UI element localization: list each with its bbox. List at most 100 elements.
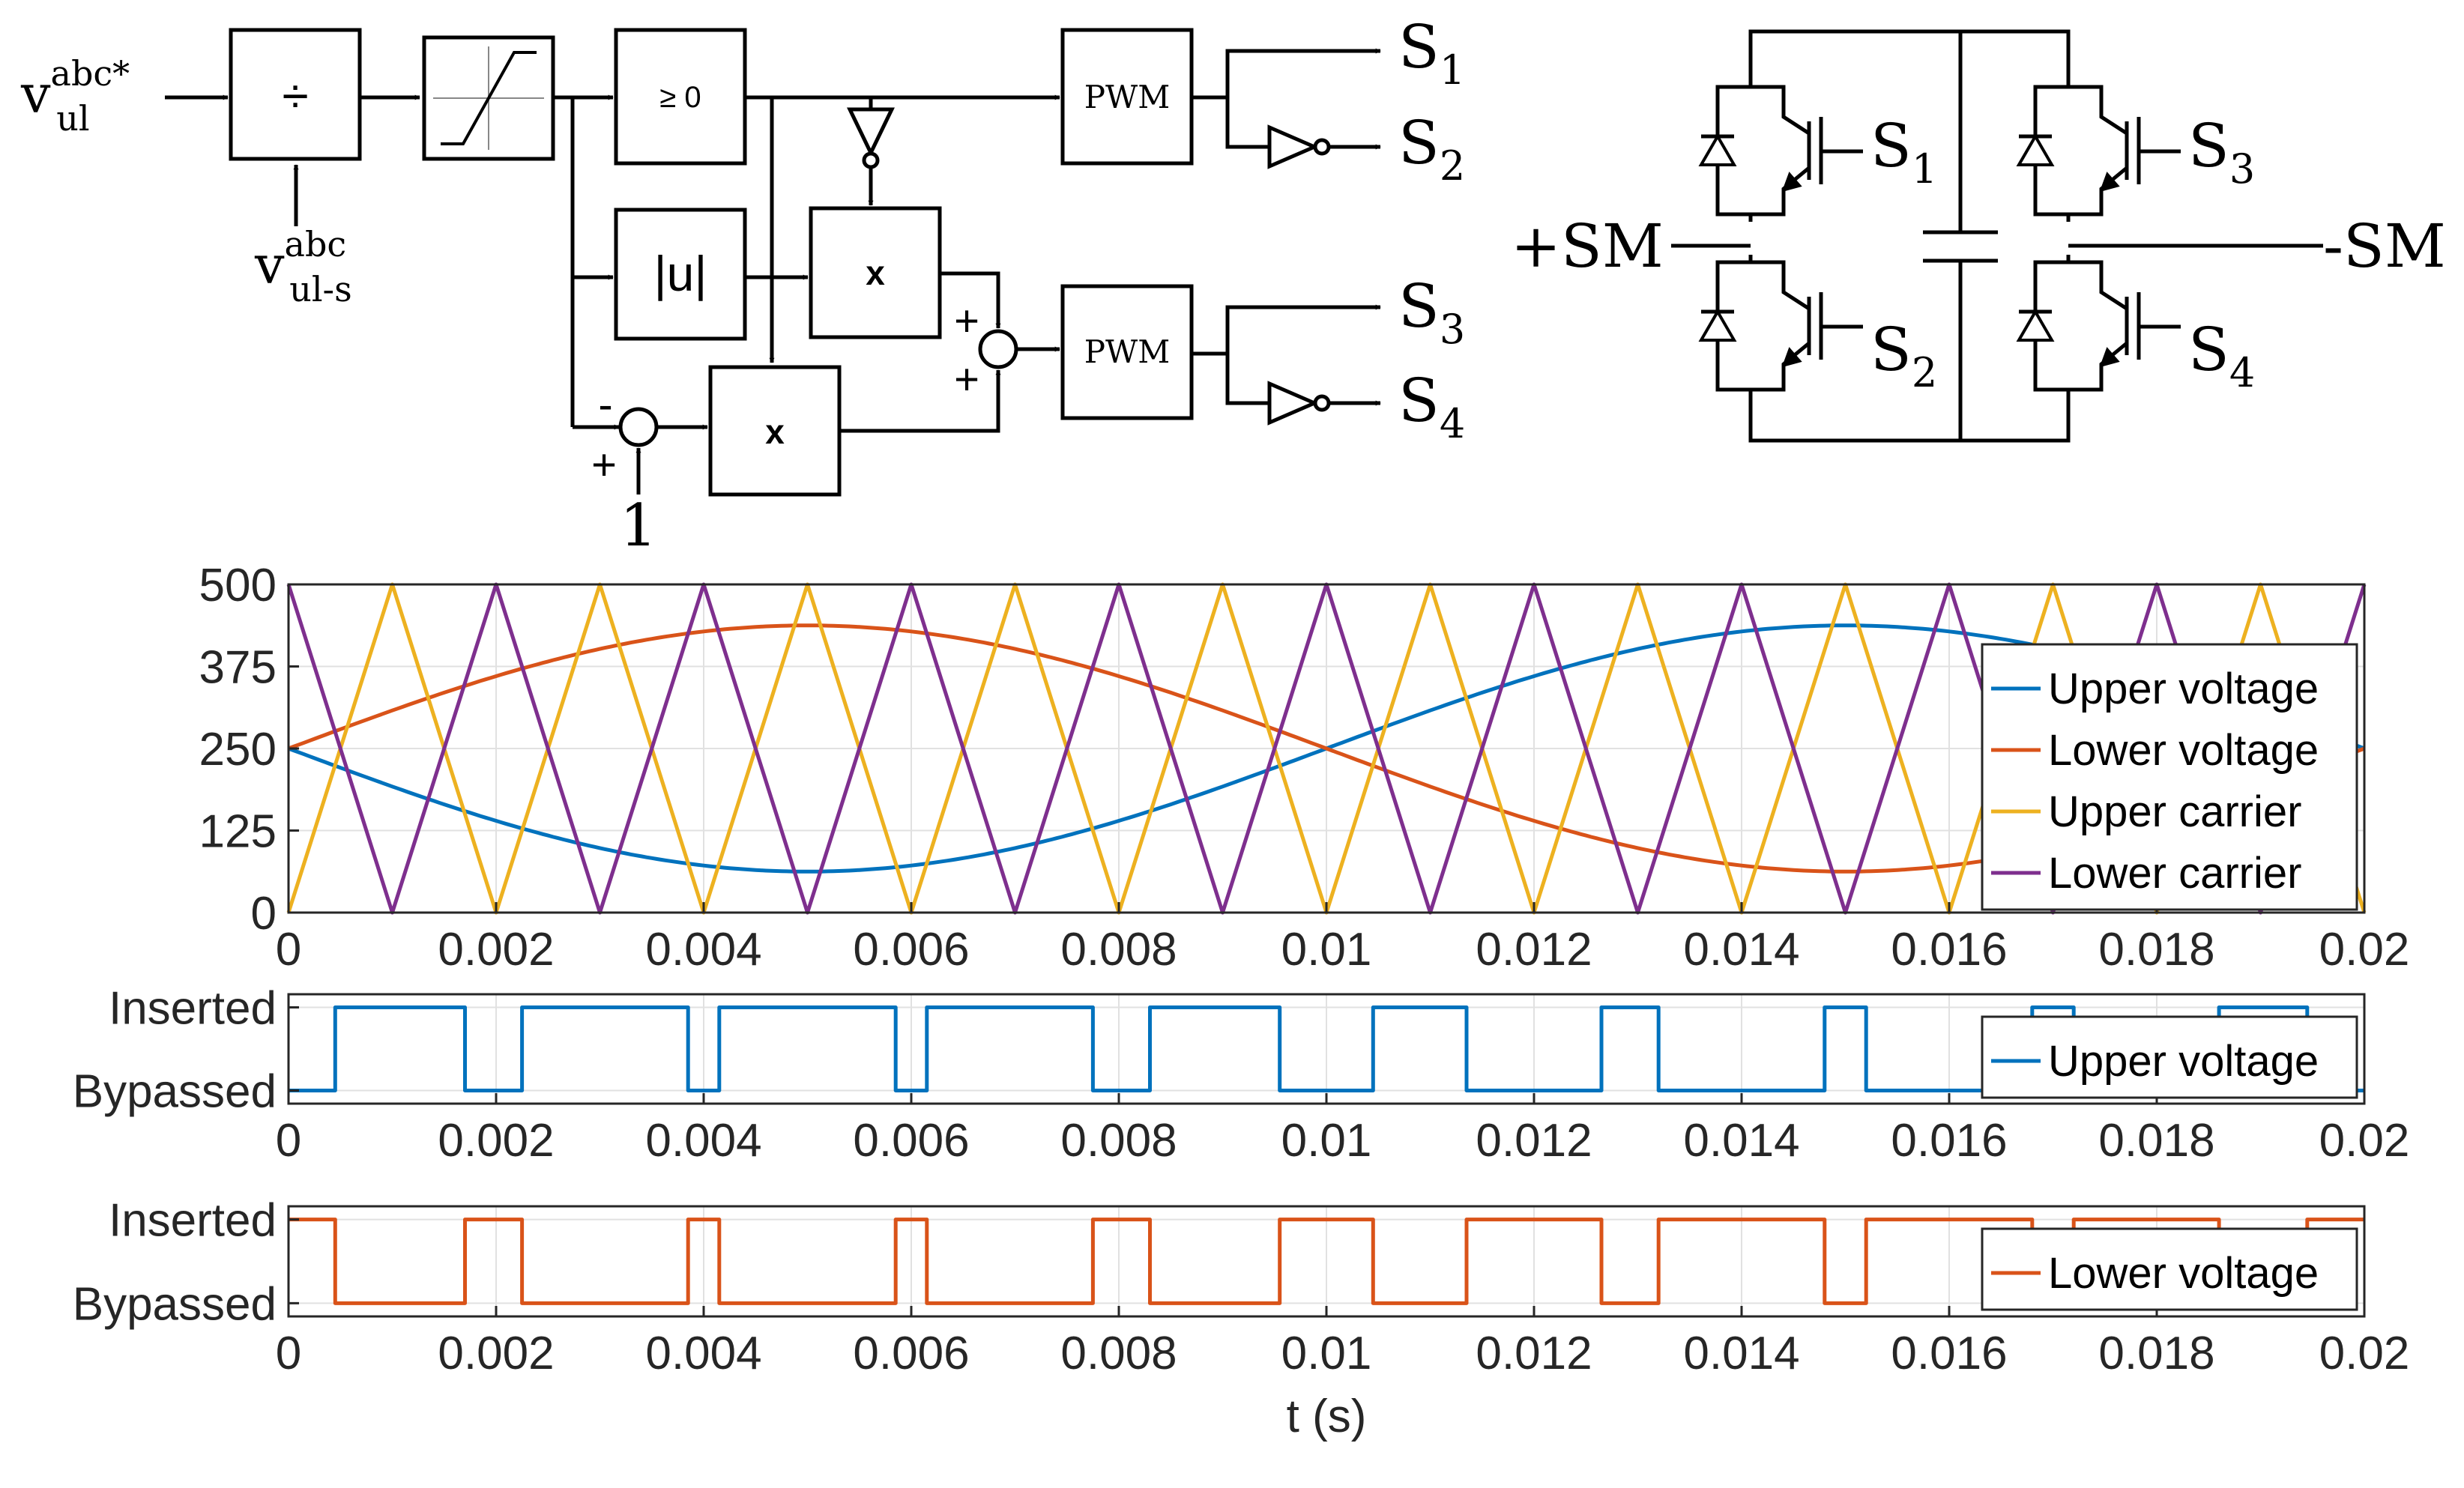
abs-block (614, 208, 747, 341)
collector-s4 (2068, 260, 2128, 311)
x-tick-label: 0.016 (1891, 1328, 2007, 1379)
x-tick-label: 0.002 (438, 1328, 554, 1379)
switch-label-s2: S2 (1870, 315, 1937, 396)
compare-block (614, 28, 747, 166)
not-bubble-2 (1313, 138, 1331, 156)
series-line-upper-voltage (289, 1005, 2364, 1092)
plus-sign-2: + (954, 297, 979, 345)
switch-label-s4: S4 (2188, 315, 2255, 396)
output-s4: S4 (1398, 366, 1465, 447)
full-bridge-submodule-circuit: +SM -SM S1 S2 S3 S4 (1511, 29, 2446, 443)
x-tick-label: 0.02 (2319, 924, 2410, 976)
divide-block (229, 28, 362, 161)
switch-label-s1: S1 (1870, 111, 1937, 193)
not-gate-2 (1267, 124, 1320, 169)
x-tick-label: 0.006 (853, 1115, 969, 1167)
igbt-s4 (2016, 255, 2181, 397)
legend-label: Lower voltage (2048, 1249, 2319, 1298)
x-tick-label: 0.01 (1281, 1115, 1372, 1167)
x-tick-label: 0.008 (1060, 924, 1177, 976)
top-rail (1748, 29, 2071, 87)
x-tick-label: 0.018 (2098, 1328, 2214, 1379)
collector-s1 (1751, 85, 1811, 136)
x-tick-label: 0.008 (1060, 1328, 1177, 1379)
x-tick-label: 0.006 (853, 1328, 969, 1379)
legend: Upper voltage (1981, 1015, 2358, 1099)
legend-label: Lower carrier (2048, 849, 2301, 898)
x-tick-label: 0 (276, 1115, 301, 1167)
s2-branch-wire (1225, 97, 1269, 149)
legend-box (1981, 643, 2358, 911)
x-tick-label: 0.01 (1281, 1328, 1372, 1379)
y-tick-label: Bypassed (73, 1278, 277, 1330)
emitter-arrow-s3 (2099, 172, 2120, 193)
y-tick-label: 0 (251, 888, 277, 940)
legend-label: Upper voltage (2048, 665, 2319, 713)
divide-symbol: ÷ (282, 69, 308, 123)
minus-sign: - (598, 381, 612, 429)
pwm-label-2: PWM (1084, 333, 1170, 370)
s1-output-wire (1192, 48, 1381, 100)
x-tick-label: 0.008 (1060, 1115, 1177, 1167)
x-tick-label: 0 (276, 1328, 301, 1379)
switch-label-s3: S3 (2188, 111, 2255, 193)
y-tick-label: Inserted (109, 983, 277, 1035)
legend-box (1981, 1227, 2358, 1311)
emitter-s2 (1751, 342, 1811, 392)
x-tick-label: 0.01 (1281, 924, 1372, 976)
y-tick-label: 500 (199, 560, 277, 611)
x-tick-label: 0.002 (438, 924, 554, 976)
pwm-label-1: PWM (1084, 79, 1170, 115)
sum-junction-2 (978, 329, 1018, 369)
x-tick-label: 0.02 (2319, 1328, 2410, 1379)
not-bubble-3 (1313, 394, 1331, 412)
x-tick-label: 0.012 (1476, 1328, 1592, 1379)
x-tick-label: 0.012 (1476, 924, 1592, 976)
plus-sign-1: + (591, 441, 617, 489)
output-s3: S3 (1398, 271, 1465, 353)
emitter-s4 (2068, 342, 2128, 392)
mult1-to-sum2-wire (940, 271, 1001, 329)
diode-icon-s2 (1698, 309, 1737, 342)
x-tick-label: 0.016 (1891, 1115, 2007, 1167)
bottom-rail (1748, 390, 2071, 443)
x-axis-label: t (s) (1287, 1391, 1367, 1442)
multiply-symbol-1: x (866, 253, 885, 292)
collector-s3 (2068, 85, 2128, 136)
x-tick-label: 0.002 (438, 1115, 554, 1167)
y-tick-label: Bypassed (73, 1065, 277, 1117)
igbt-s1 (1698, 79, 1863, 222)
not-gate (847, 107, 895, 157)
x-tick-label: 0.018 (2098, 1115, 2214, 1167)
x-tick-label: 0.004 (645, 924, 761, 976)
y-tick-label: Inserted (109, 1195, 277, 1247)
sum-junction-1 (618, 407, 659, 447)
emitter-arrow-s2 (1781, 347, 1802, 368)
abs-label: |u| (654, 246, 707, 301)
y-tick-label: 375 (199, 642, 277, 694)
legend-box (1981, 1015, 2358, 1099)
saturation-icon (433, 46, 544, 150)
y-tick-label: 250 (199, 724, 277, 775)
s3-output-wire (1192, 304, 1381, 356)
emitter-arrow-s1 (1781, 172, 1802, 193)
x-tick-label: 0.004 (645, 1115, 761, 1167)
reference-input-label: vabc*ul (20, 53, 130, 139)
multiply-block-1 (809, 206, 942, 339)
y-tick-label: 125 (199, 806, 277, 858)
plus-sign-3: + (954, 355, 979, 404)
not-gate-3 (1267, 381, 1320, 426)
x-tick-label: 0.006 (853, 924, 969, 976)
constant-one: 1 (620, 492, 657, 560)
legend: Lower voltage (1981, 1227, 2358, 1311)
mult2-to-sum2-wire (839, 369, 1001, 433)
diode-icon-s1 (1698, 133, 1737, 166)
igbt-switches (1698, 79, 2181, 397)
collector-s2 (1751, 260, 1811, 311)
not-bubble (862, 151, 880, 169)
